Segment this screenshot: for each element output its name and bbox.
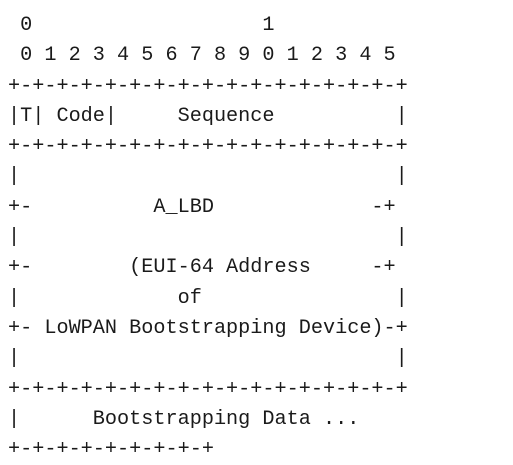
address-block-row-1: | | bbox=[8, 165, 408, 189]
address-block-bottom-border: +-+-+-+-+-+-+-+-+-+-+-+-+-+-+-+-+ bbox=[8, 377, 408, 401]
packet-format-diagram: 0 1 0 1 2 3 4 5 6 7 8 9 0 1 2 3 4 5 +-+-+… bbox=[8, 11, 408, 465]
address-block-row-2: +- A_LBD -+ bbox=[8, 195, 396, 219]
bootstrapping-data-bottom-border: +-+-+-+-+-+-+-+-+ bbox=[8, 438, 214, 462]
header-fields-row: |T| Code| Sequence | bbox=[8, 104, 408, 128]
bit-offset-tens-row: 0 1 bbox=[8, 14, 275, 37]
top-border: +-+-+-+-+-+-+-+-+-+-+-+-+-+-+-+-+ bbox=[8, 74, 408, 98]
address-block-row-7: | | bbox=[8, 347, 408, 371]
address-block-row-4: +- (EUI-64 Address -+ bbox=[8, 256, 396, 280]
address-block-row-3: | | bbox=[8, 226, 408, 250]
bit-offset-ones-row: 0 1 2 3 4 5 6 7 8 9 0 1 2 3 4 5 bbox=[8, 44, 396, 68]
address-block-row-6: +- LoWPAN Bootstrapping Device)-+ bbox=[8, 316, 408, 340]
address-block-row-5: | of | bbox=[8, 286, 408, 310]
header-separator: +-+-+-+-+-+-+-+-+-+-+-+-+-+-+-+-+ bbox=[8, 135, 408, 159]
bootstrapping-data-row: | Bootstrapping Data ... bbox=[8, 407, 360, 431]
